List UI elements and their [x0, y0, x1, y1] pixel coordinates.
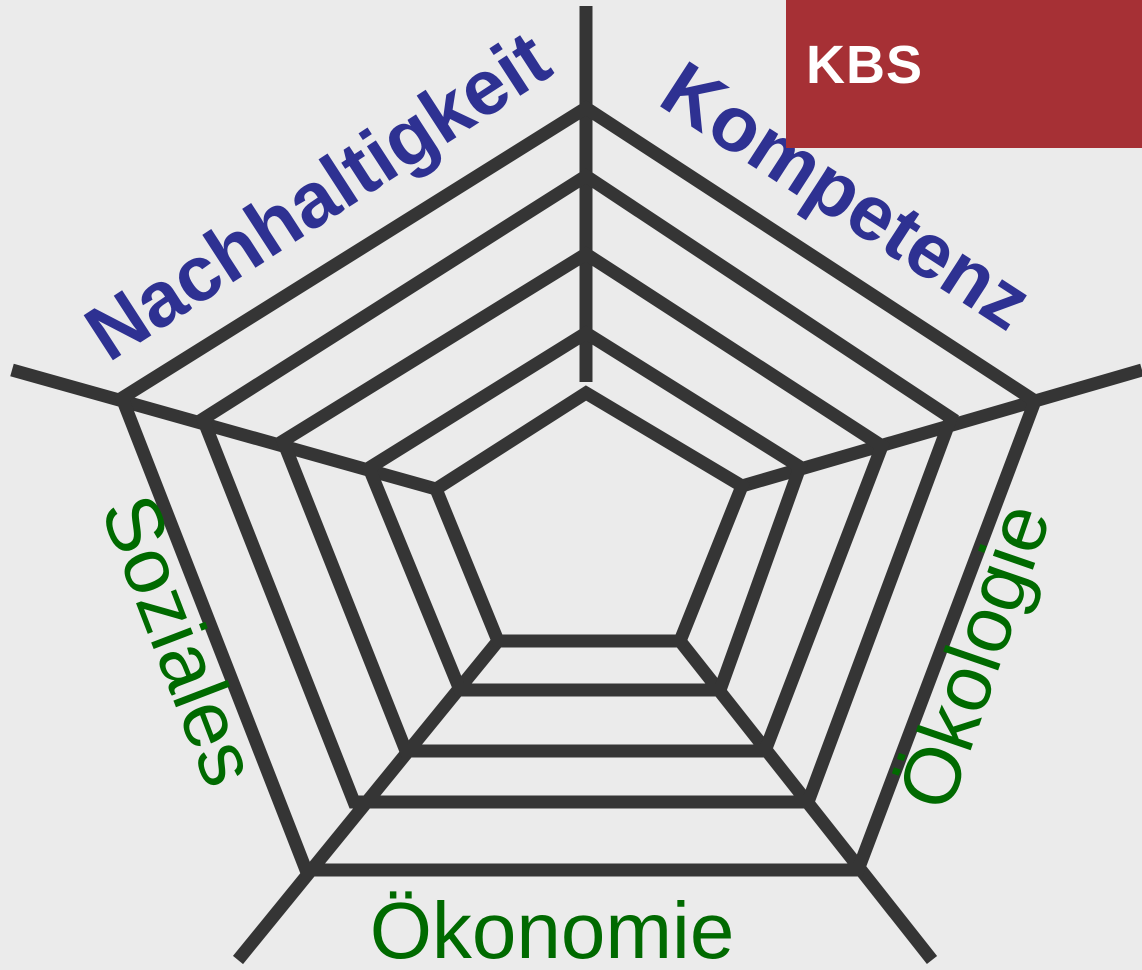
- web-grid: [10, 6, 1142, 965]
- kbs-logo: KBS: [786, 0, 1142, 148]
- kbs-logo-text: KBS: [806, 35, 924, 95]
- web-ring-5: [113, 100, 1043, 877]
- web-ring-3: [274, 246, 890, 758]
- web-ring-4: [194, 168, 959, 809]
- web-ring-2: [360, 325, 808, 697]
- web-ring-1: [427, 385, 751, 648]
- label-oekonomie: Ökonomie: [370, 886, 735, 970]
- label-nachhaltigkeit: Nachhaltigkeit: [70, 13, 565, 377]
